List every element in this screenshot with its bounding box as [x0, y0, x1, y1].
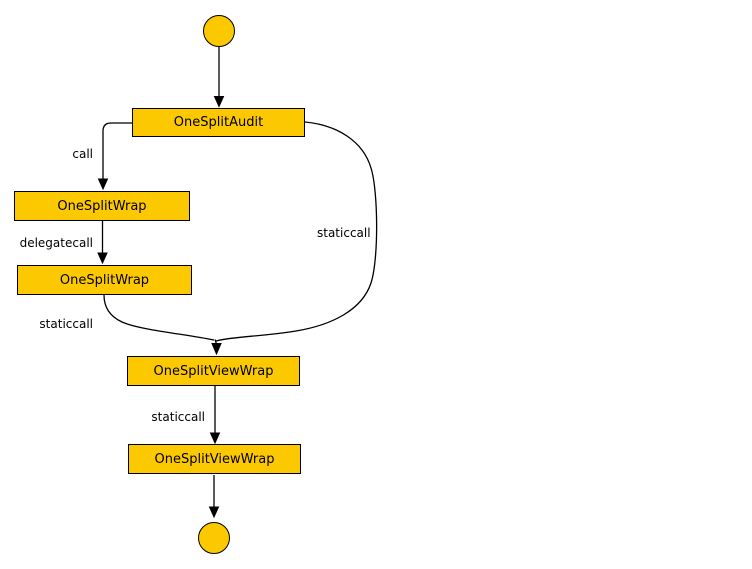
node-onesplitviewwrap-1: OneSplitViewWrap	[127, 356, 300, 386]
arrowhead-view1-to-view2	[209, 432, 221, 445]
edge-label-staticcall-left: staticcall	[39, 317, 93, 331]
node-onesplitwrap-2-label: OneSplitWrap	[59, 272, 150, 288]
node-onesplitviewwrap-1-label: OneSplitViewWrap	[153, 363, 274, 379]
node-onesplitaudit-label: OneSplitAudit	[173, 115, 264, 130]
edge-wrap2-to-merge	[103, 294, 215, 341]
node-onesplitwrap-1: OneSplitWrap	[14, 191, 190, 221]
node-onesplitviewwrap-2-label: OneSplitViewWrap	[154, 451, 275, 467]
node-onesplitwrap-1-label: OneSplitWrap	[57, 198, 147, 214]
arrowhead-view2-to-end	[208, 506, 220, 519]
edge-label-call: call	[72, 147, 93, 161]
node-onesplitviewwrap-2: OneSplitViewWrap	[128, 444, 301, 474]
edge-audit-to-merge	[215, 121, 378, 342]
node-onesplitaudit: OneSplitAudit	[132, 108, 305, 137]
edge-audit-to-wrap1	[102, 122, 132, 179]
edge-label-staticcall-right: staticcall	[317, 226, 371, 240]
arrowhead-start-to-audit	[213, 96, 225, 108]
start-node	[203, 15, 235, 47]
end-node	[198, 522, 230, 554]
edge-label-delegatecall: delegatecall	[19, 236, 93, 250]
arrowhead-audit-to-wrap1	[97, 178, 109, 191]
node-onesplitwrap-2: OneSplitWrap	[17, 265, 192, 295]
arrowhead-wrap1-to-wrap2	[97, 252, 108, 265]
edge-label-staticcall-mid: staticcall	[151, 410, 205, 424]
arrowhead-merge-to-view1	[211, 343, 222, 356]
